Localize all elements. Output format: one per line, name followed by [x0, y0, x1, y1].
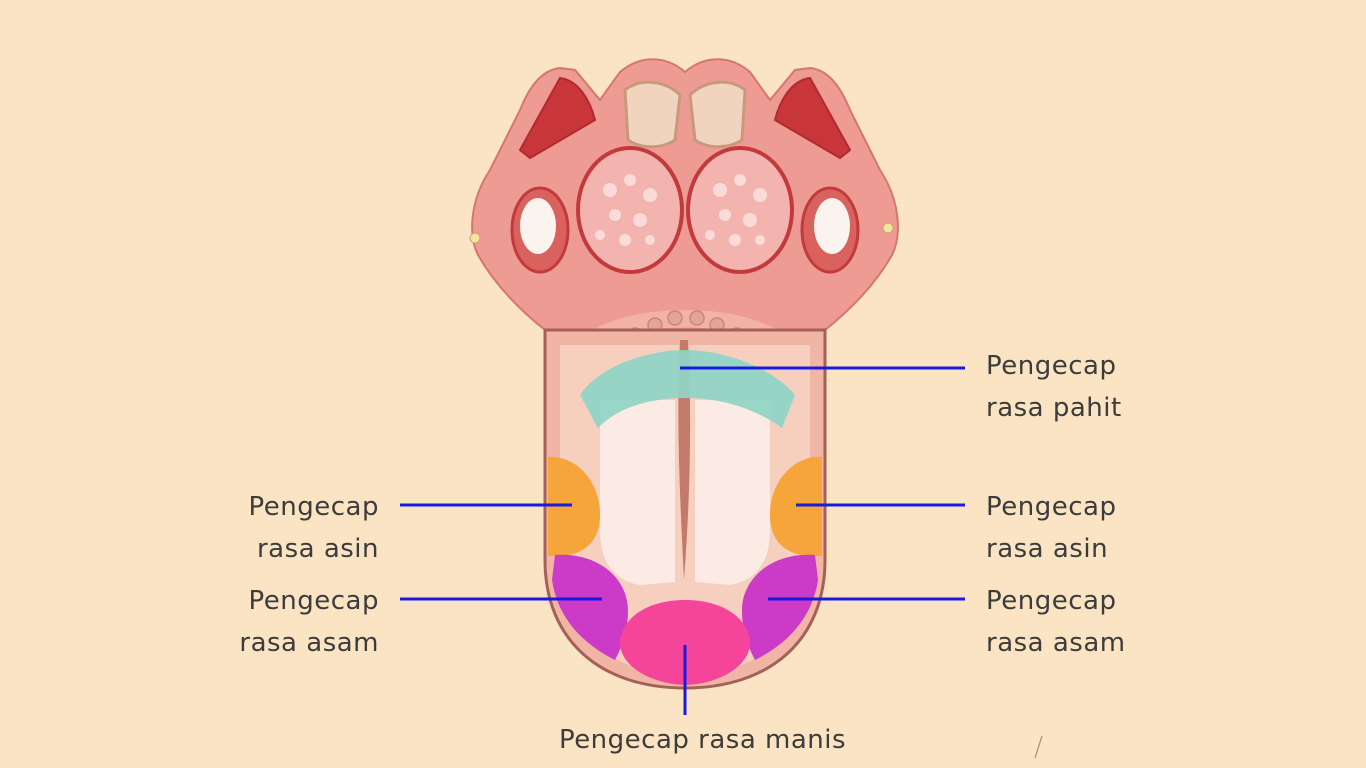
label-pengecap-rasa-asin-left: Pengecap rasa asin	[249, 486, 379, 570]
zone-asam-sour-left	[552, 554, 628, 660]
label-pengecap-rasa-asam-left: Pengecap rasa asam	[239, 580, 379, 664]
label-line-1: Pengecap	[248, 586, 379, 616]
label-line-2: rasa asin	[256, 534, 379, 564]
zone-asin-salty-left	[548, 456, 600, 556]
zone-manis-sweet	[619, 600, 751, 685]
label-line-1: Pengecap	[986, 586, 1117, 616]
label-text: Pengecap rasa manis	[558, 725, 847, 755]
label-pengecap-rasa-pahit: Pengecap rasa pahit	[986, 345, 1122, 429]
tongue-root-structure	[469, 58, 899, 366]
label-line-2: rasa asam	[986, 628, 1126, 658]
label-pengecap-rasa-asin-right: Pengecap rasa asin	[986, 486, 1116, 570]
label-line-1: Pengecap	[986, 492, 1117, 522]
label-line-1: Pengecap	[248, 492, 379, 522]
label-pengecap-rasa-asam-right: Pengecap rasa asam	[986, 580, 1126, 664]
label-line-1: Pengecap	[986, 351, 1117, 381]
label-line-2: rasa pahit	[986, 393, 1122, 423]
label-pengecap-rasa-manis: Pengecap rasa manis	[535, 719, 870, 761]
label-line-2: rasa asin	[986, 534, 1109, 564]
label-line-2: rasa asam	[239, 628, 379, 658]
zone-asam-sour-right	[742, 554, 818, 660]
stray-mark	[1034, 735, 1043, 759]
leader-lines	[400, 366, 965, 715]
